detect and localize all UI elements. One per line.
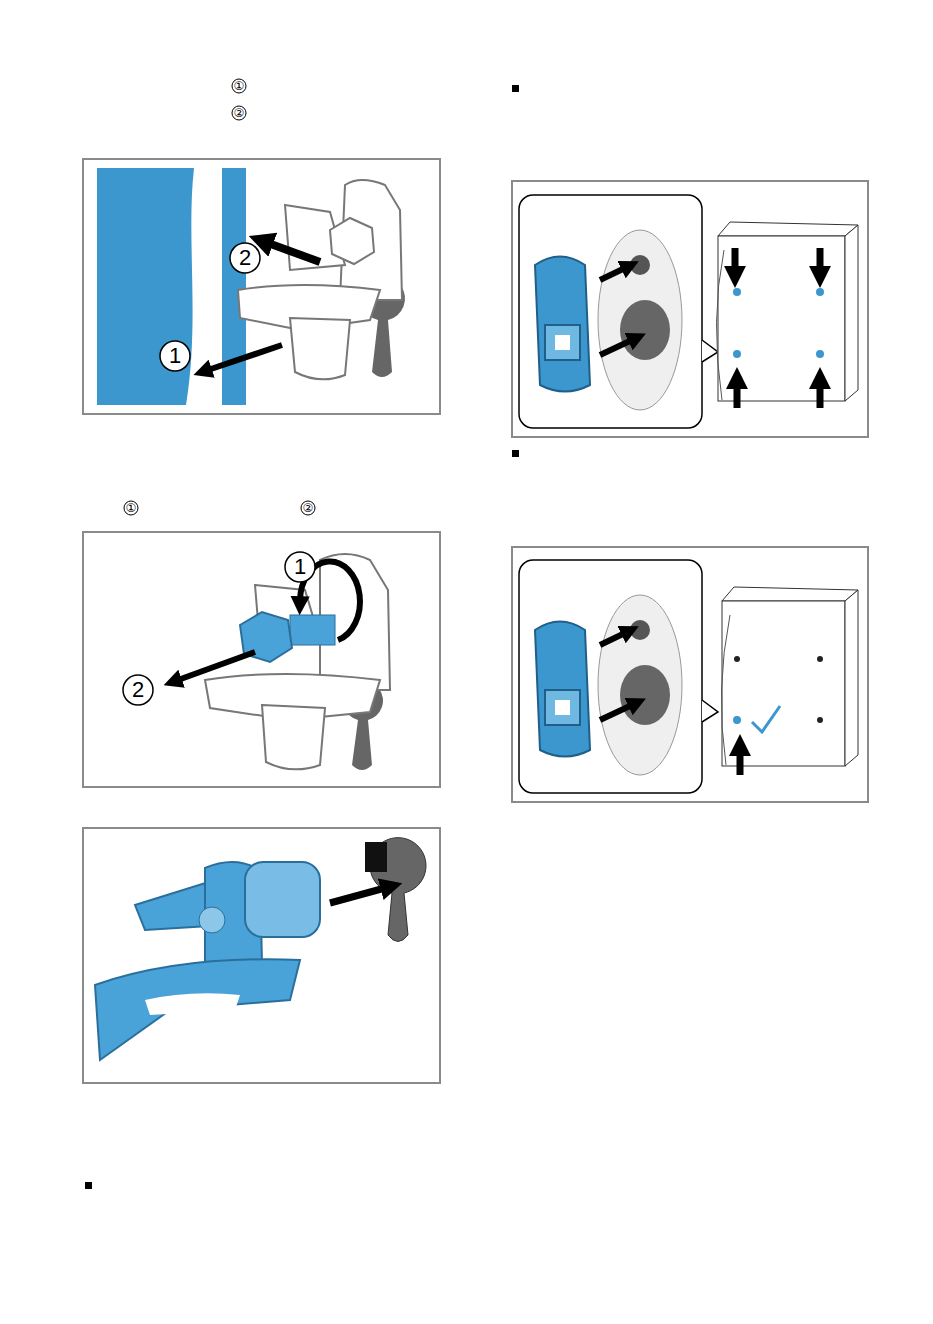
callout-number: ① xyxy=(126,502,137,514)
callout-number: ② xyxy=(234,107,245,119)
callout-number: 2 xyxy=(132,679,144,701)
callout-number: 2 xyxy=(239,247,251,269)
callout-number: ② xyxy=(303,502,314,514)
callout-number: 1 xyxy=(169,345,181,367)
callout-number: 1 xyxy=(294,556,306,578)
callout-number: ① xyxy=(234,80,245,92)
